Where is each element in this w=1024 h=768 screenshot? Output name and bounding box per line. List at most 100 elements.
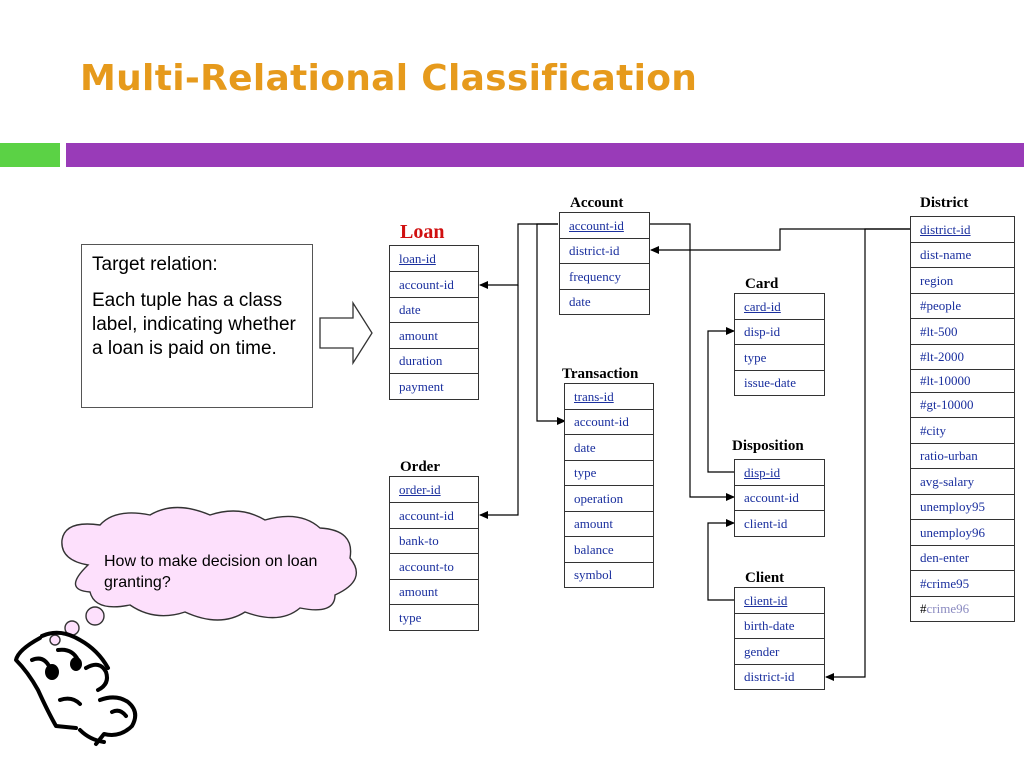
table-row: type <box>390 605 478 630</box>
district-attr-7: #gt-10000 <box>920 397 974 412</box>
table-row: region <box>911 268 1014 294</box>
client-attr-0: client-id <box>744 593 788 608</box>
table-row: frequency <box>560 264 649 290</box>
district-attr-3: #people <box>920 298 962 313</box>
district-attr-15: crime96 <box>926 601 970 616</box>
table-row: balance <box>565 537 653 563</box>
transaction-attr-2: date <box>574 440 596 455</box>
district-attr-10: avg-salary <box>920 474 975 489</box>
table-row: gender <box>735 639 824 665</box>
disposition-table-title: Disposition <box>732 438 804 454</box>
table-row: amount <box>390 323 478 349</box>
district-attr-11: unemploy95 <box>920 499 985 514</box>
table-row: operation <box>565 486 653 512</box>
table-row: trans-id <box>565 384 653 410</box>
loan-attr-0: loan-id <box>399 251 436 266</box>
table-row: #lt-2000 <box>911 344 1014 370</box>
relation-connectors <box>479 223 910 681</box>
account-table-title: Account <box>570 195 624 211</box>
order-attr-1: account-id <box>399 508 454 523</box>
table-row: account-to <box>390 554 478 580</box>
target-relation-description: Each tuple has a class label, indicating… <box>92 290 296 359</box>
loan-attr-5: payment <box>399 379 444 394</box>
table-row: #people <box>911 293 1014 319</box>
table-row: #lt-10000 <box>911 370 1014 393</box>
table-row: #lt-500 <box>911 319 1014 345</box>
table-row: district-id <box>735 664 824 689</box>
table-row: #crime95 <box>911 571 1014 597</box>
account-attr-2: frequency <box>569 269 621 284</box>
transaction-attr-1: account-id <box>574 414 629 429</box>
table-row: ratio-urban <box>911 443 1014 469</box>
table-row: account-id <box>390 272 478 298</box>
district-attr-14: #crime95 <box>920 576 970 591</box>
card-table: card-id disp-id type issue-date <box>734 293 825 396</box>
slide-title: Multi-Relational Classification <box>80 58 698 99</box>
disposition-attr-2: client-id <box>744 516 788 531</box>
order-attr-0: order-id <box>399 482 441 497</box>
table-row: client-id <box>735 588 824 614</box>
account-attr-1: district-id <box>569 243 620 258</box>
client-attr-1: birth-date <box>744 618 795 633</box>
table-row: type <box>735 345 824 371</box>
card-attr-0: card-id <box>744 299 781 314</box>
table-row: date <box>565 435 653 461</box>
table-row: loan-id <box>390 246 478 272</box>
table-row: client-id <box>735 511 824 536</box>
table-row: unemploy96 <box>911 520 1014 546</box>
client-table-title: Client <box>745 570 785 586</box>
client-table: client-id birth-date gender district-id <box>734 587 825 690</box>
transaction-attr-0: trans-id <box>574 389 614 404</box>
table-row: dist-name <box>911 242 1014 268</box>
order-table: order-id account-id bank-to account-to a… <box>389 476 479 631</box>
district-attr-8: #city <box>920 423 946 438</box>
loan-attr-4: duration <box>399 353 443 368</box>
transaction-table-title: Transaction <box>562 366 639 382</box>
transaction-table: trans-id account-id date type operation … <box>564 383 654 588</box>
transaction-attr-4: operation <box>574 491 624 506</box>
table-row: amount <box>565 511 653 537</box>
table-row: date <box>560 289 649 314</box>
transaction-attr-5: amount <box>574 516 613 531</box>
card-attr-2: type <box>744 350 767 365</box>
loan-attr-3: amount <box>399 328 438 343</box>
disposition-attr-0: disp-id <box>744 465 781 480</box>
district-attr-1: dist-name <box>920 247 972 262</box>
client-attr-2: gender <box>744 644 780 659</box>
table-row: account-id <box>735 485 824 511</box>
table-row: payment <box>390 374 478 399</box>
accent-bar-green <box>0 143 60 167</box>
district-attr-9: ratio-urban <box>920 448 978 463</box>
transaction-attr-3: type <box>574 465 597 480</box>
table-row: avg-salary <box>911 469 1014 495</box>
thought-cloud-icon <box>49 506 358 646</box>
table-row: #gt-10000 <box>911 392 1014 418</box>
district-attr-2: region <box>920 273 954 288</box>
accent-bar-purple <box>66 143 1024 167</box>
card-attr-3: issue-date <box>744 375 796 390</box>
district-attr-5: #lt-2000 <box>920 349 965 364</box>
table-row: type <box>565 460 653 486</box>
disposition-table: disp-id account-id client-id <box>734 459 825 537</box>
table-row: unemploy95 <box>911 494 1014 520</box>
table-row: den-enter <box>911 545 1014 571</box>
loan-attr-2: date <box>399 302 421 317</box>
order-attr-3: account-to <box>399 559 454 574</box>
account-attr-3: date <box>569 294 591 309</box>
transaction-attr-7: symbol <box>574 567 613 582</box>
table-row: account-id <box>390 503 478 529</box>
table-row: amount <box>390 579 478 605</box>
table-row: date <box>390 297 478 323</box>
card-attr-1: disp-id <box>744 324 781 339</box>
table-row: card-id <box>735 294 824 320</box>
district-attr-4: #lt-500 <box>920 324 958 339</box>
table-row: account-id <box>565 409 653 435</box>
district-attr-12: unemploy96 <box>920 525 985 540</box>
order-attr-5: type <box>399 610 422 625</box>
table-row: birth-date <box>735 613 824 639</box>
disposition-attr-1: account-id <box>744 490 799 505</box>
district-attr-6: #lt-10000 <box>920 373 971 388</box>
table-row: #crime96 <box>911 596 1014 621</box>
transaction-attr-6: balance <box>574 542 614 557</box>
table-row: disp-id <box>735 319 824 345</box>
